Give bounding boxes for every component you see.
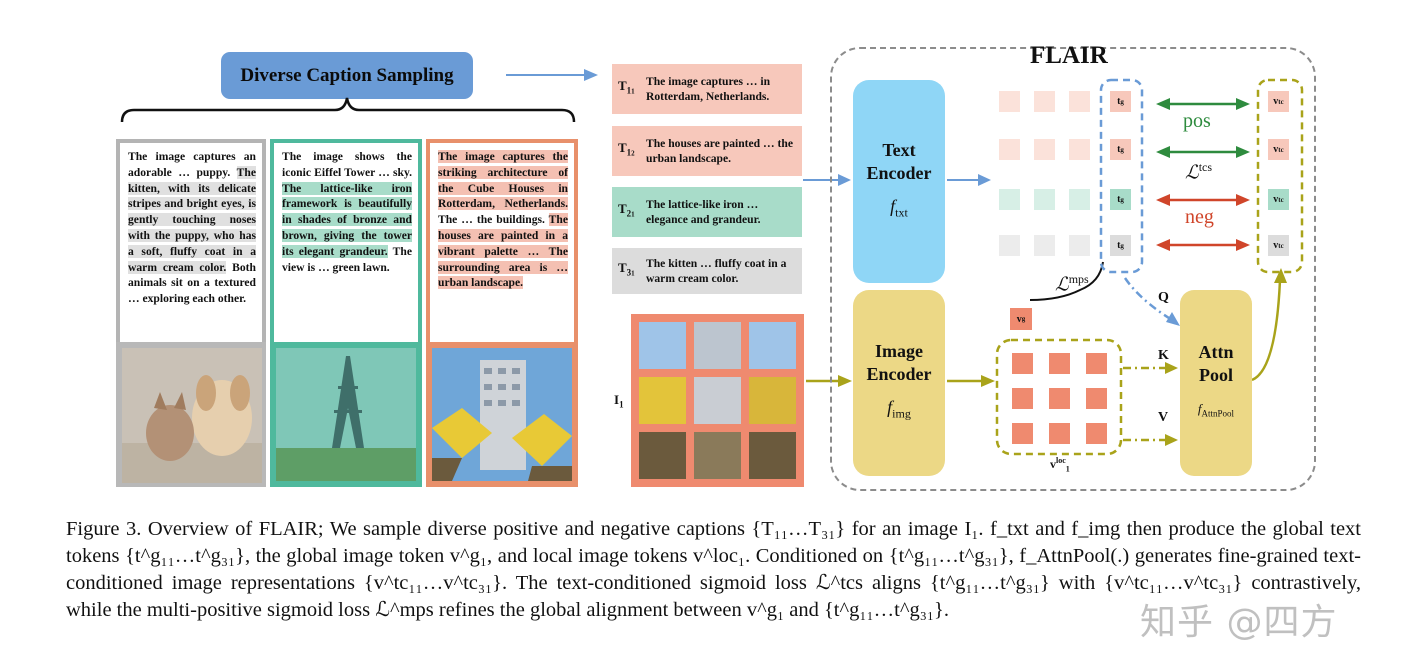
caption-t12-label: T12: [618, 140, 635, 158]
caption-t31-text: The kitten … fluffy coat in a warm cream…: [646, 257, 787, 285]
figure-caption: Figure 3. Overview of FLAIR; We sample d…: [66, 518, 1361, 621]
curly-brace: [120, 97, 576, 123]
text-token: [1069, 235, 1090, 256]
neg-arrow-1: [1156, 194, 1250, 206]
text-token: [1034, 189, 1055, 210]
patched-image-i1: [631, 314, 804, 487]
text-token: [999, 139, 1020, 160]
text-token: [1034, 139, 1055, 160]
text-token: [1034, 235, 1055, 256]
v-label: V: [1158, 410, 1169, 425]
attn-pool-line1: Attn: [1198, 341, 1234, 362]
q-label: Q: [1158, 290, 1169, 305]
cube-houses-image: [426, 342, 578, 487]
eiffel-tower-image: [270, 342, 422, 487]
panel-cube-segment-2: The … the buildings.: [438, 213, 545, 227]
mps-connector: [1029, 261, 1104, 301]
caption-t31-label: T31: [618, 260, 635, 278]
attn-to-output-arrow: [1251, 279, 1282, 382]
caption-panel-cube-houses: The image captures the striking architec…: [426, 139, 578, 345]
text-token: [1069, 139, 1090, 160]
local-token: [1086, 353, 1107, 374]
panel-puppy-segment-1: The image captures an adorable … puppy.: [128, 150, 256, 179]
puppy-kitten-image: [116, 342, 266, 487]
attn-pool-line2: Pool: [1199, 364, 1233, 385]
local-token: [1086, 388, 1107, 409]
diverse-caption-sampling-label: Diverse Caption Sampling: [240, 64, 454, 86]
text-encoder-function: ftxt: [890, 195, 908, 220]
caption-panel-puppy: The image captures an adorable … puppy. …: [116, 139, 266, 345]
panel-puppy-segment-2: The kitten, with its delicate stripes an…: [128, 165, 256, 274]
neg-label: neg: [1185, 206, 1214, 228]
caption-t11-label: T11: [618, 78, 635, 96]
diverse-caption-sampling-box: Diverse Caption Sampling: [221, 52, 473, 99]
text-token: [1069, 189, 1090, 210]
image-encoder-line1: Image: [875, 341, 923, 362]
flair-container: [830, 47, 1316, 491]
watermark: 知乎 @四方: [1140, 602, 1338, 643]
text-token: [999, 189, 1020, 210]
caption-t11: T11 The image captures … in Rotterdam, N…: [612, 64, 802, 114]
text-token: [1034, 91, 1055, 112]
caption-panel-eiffel: The image shows the iconic Eiffel Tower …: [270, 139, 422, 345]
text-token: [1069, 91, 1090, 112]
text-encoder-line2: Encoder: [866, 162, 932, 183]
attn-pool-function: fAttnPool: [1197, 400, 1235, 419]
q-arrow: [1123, 277, 1173, 322]
caption-t31: T31 The kitten … fluffy coat in a warm c…: [612, 248, 802, 294]
caption-t12-text: The houses are painted … the urban lands…: [646, 137, 793, 165]
neg-arrow-2: [1156, 239, 1250, 251]
image-encoder: Image Encoder fimg: [853, 290, 945, 476]
panel-puppy-segment-3: Both animals sit on a textured … explori…: [128, 260, 256, 306]
caption-t12: T12 The houses are painted … the urban l…: [612, 126, 802, 176]
caption-t11-text: The image captures … in Rotterdam, Nethe…: [646, 75, 771, 103]
pos-arrow-2: [1156, 146, 1250, 158]
local-token: [1012, 353, 1033, 374]
caption-t21-label: T21: [618, 201, 635, 219]
k-label: K: [1158, 348, 1169, 363]
local-token: [1049, 353, 1070, 374]
local-token: [1012, 388, 1033, 409]
text-token: [999, 91, 1020, 112]
panel-eiffel-segment-3: The view is … green lawn.: [282, 244, 412, 274]
pos-arrow-1: [1156, 98, 1250, 110]
tcs-loss-label: ℒtcs: [1185, 160, 1213, 184]
local-token: [1086, 423, 1107, 444]
caption-t21-text: The lattice-like iron … elegance and gra…: [646, 198, 761, 226]
mps-loss-label: ℒmps: [1055, 272, 1089, 296]
image-encoder-line2: Encoder: [866, 364, 932, 385]
caption-t21: T21 The lattice-like iron … elegance and…: [612, 187, 802, 237]
text-encoder-line1: Text: [882, 139, 916, 160]
local-token-box: [995, 338, 1123, 456]
panel-eiffel-segment-1: The image shows the iconic Eiffel Tower …: [282, 150, 412, 179]
flair-title: FLAIR: [1030, 42, 1108, 69]
pos-label: pos: [1183, 110, 1211, 132]
text-encoder: Text Encoder ftxt: [853, 80, 945, 283]
local-token: [1049, 388, 1070, 409]
panel-cube-segment-1: The image captures the striking architec…: [438, 150, 568, 211]
local-token: [1012, 423, 1033, 444]
image-encoder-function: fimg: [887, 397, 911, 421]
attn-pool: Attn Pool fAttnPool: [1180, 290, 1252, 476]
text-token-column-box: [1099, 78, 1144, 274]
text-token: [999, 235, 1020, 256]
image-i1-label: I1: [614, 392, 624, 410]
vloc-label: vloc1: [1050, 456, 1070, 474]
output-token-column-box: [1256, 78, 1304, 274]
local-token: [1049, 423, 1070, 444]
